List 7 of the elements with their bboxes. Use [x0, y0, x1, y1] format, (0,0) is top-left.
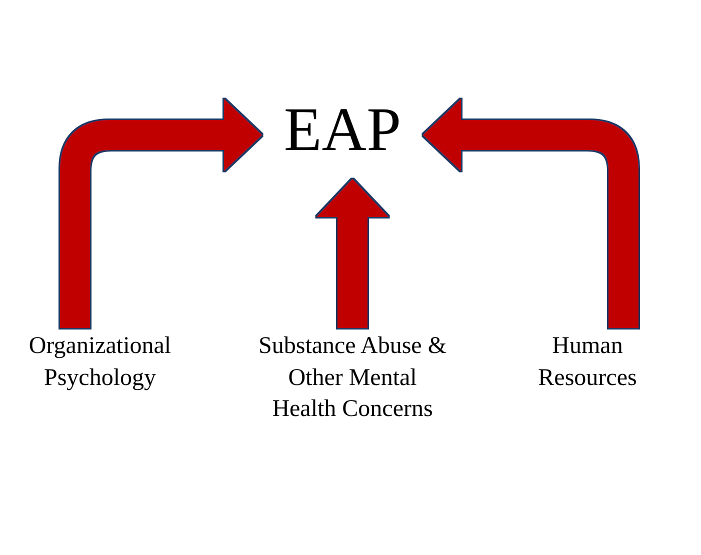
node-label: Substance Abuse & Other Mental Health Concerns: [258, 332, 448, 424]
node-label: Organizational Psychology: [28, 332, 172, 393]
block-arrow: [423, 99, 638, 328]
title-text: EAP: [282, 95, 402, 166]
node-label: Human Resources: [537, 332, 638, 393]
block-arrow: [60, 99, 262, 328]
block-arrow: [316, 179, 388, 328]
